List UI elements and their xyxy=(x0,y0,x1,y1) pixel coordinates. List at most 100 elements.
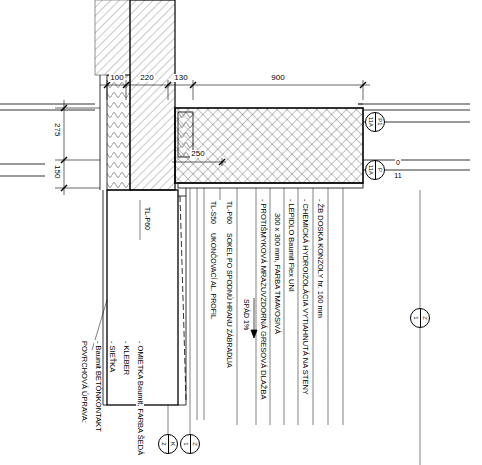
drawing-rect xyxy=(95,0,130,75)
note-text: - LEPIDLO Baumit Flex UNI xyxy=(287,198,295,293)
drawing-line xyxy=(178,196,186,197)
callout-text: 11A xyxy=(367,161,375,179)
drawing-rect xyxy=(175,108,363,183)
callout-text: P1 xyxy=(375,113,384,131)
callout-text: Z xyxy=(190,435,199,453)
drawing-g xyxy=(55,108,100,188)
drawing-path xyxy=(251,330,257,338)
dimension-text: 250 xyxy=(190,150,205,159)
drawing-line xyxy=(190,82,196,88)
dimension-text: 275 xyxy=(53,122,62,137)
drawing-line xyxy=(343,188,344,425)
drawing-line xyxy=(55,188,100,189)
drawing-line xyxy=(363,110,470,111)
drawing-rect xyxy=(178,183,363,188)
note-text: - SIEŤKA xyxy=(108,340,116,373)
drawing-line xyxy=(100,85,370,86)
drawing-line xyxy=(298,188,299,425)
drawing-line xyxy=(0,110,95,111)
callout-text: 11A xyxy=(367,113,375,131)
note-text: UKONČOVACÍ AL. PROFIL xyxy=(209,232,217,320)
drawing-g xyxy=(61,105,67,191)
drawing-line xyxy=(61,157,67,163)
drawing-line xyxy=(385,170,470,171)
note-text: - OMIETKA Baumit, FARBA ŠEDÁ xyxy=(136,340,144,456)
drawing-line xyxy=(175,158,176,166)
drawing-line xyxy=(178,405,186,406)
dimension-text: 900 xyxy=(270,74,285,83)
detail-code: TL-P60 xyxy=(143,206,151,231)
drawing-line xyxy=(126,80,127,100)
drawing-rect xyxy=(107,75,130,190)
note-text: - Baumit BETÓNKONTAKT xyxy=(94,340,102,433)
note-text: - KLEBER xyxy=(122,340,130,376)
callout-text: K xyxy=(168,435,177,453)
dimension-text: 220 xyxy=(139,74,154,83)
drawing-line xyxy=(103,405,107,406)
detail-code: TL-S50 xyxy=(209,200,217,225)
note-text: 0 xyxy=(395,159,401,167)
note-text: SPÁD 1% xyxy=(242,298,250,331)
drawing-line xyxy=(64,100,65,195)
note-text: POVRCHOVÁ ÚPRAVA: xyxy=(80,340,88,424)
drawing-line xyxy=(237,188,238,425)
drawing-line xyxy=(55,160,100,161)
drawing-line xyxy=(313,188,314,425)
drawing-line xyxy=(104,82,110,88)
drawing-line xyxy=(0,104,95,105)
callout-circle: P111A xyxy=(365,112,385,132)
drawing-line xyxy=(61,105,67,111)
callout-text: 2 xyxy=(160,435,168,453)
drawing-g xyxy=(104,82,366,88)
drawing-line xyxy=(219,159,225,165)
drawing-line xyxy=(55,108,100,109)
drawing-line xyxy=(168,80,169,100)
drawing-line xyxy=(284,188,285,425)
drawing-line xyxy=(172,162,226,163)
drawing-line xyxy=(360,82,366,88)
note-text: SOKEL PO SPODNÚ HRANU ZÁBRADLIA xyxy=(225,232,233,369)
callout-text: P xyxy=(375,161,384,179)
drawing-line xyxy=(197,188,198,420)
drawing-line xyxy=(180,196,186,400)
drawing-line xyxy=(420,190,421,308)
drawing-line xyxy=(61,185,67,191)
drawing-line xyxy=(328,188,329,425)
drawing-line xyxy=(363,104,470,105)
note-text: - CHEMICKÁ HYDROIZOLÁCIA VYTIAHNUTÁ NA S… xyxy=(301,198,309,396)
drawing-line xyxy=(0,176,45,177)
callout-circle: Z1 xyxy=(180,434,200,454)
drawing-line xyxy=(107,80,108,100)
drawing-line xyxy=(385,122,470,123)
note-text: 300 x 300 mm, FARBA TMAVOSIVÁ xyxy=(273,212,281,335)
callout-circle: Z1 xyxy=(410,308,430,328)
drawing-line xyxy=(358,103,363,104)
construction xyxy=(0,0,470,465)
note-text: - ŽB DOSKA KONZOLY hr. 160 mm xyxy=(316,198,324,319)
drawing-line xyxy=(0,164,45,165)
drawing-line xyxy=(168,405,169,434)
callout-text: 1 xyxy=(412,309,420,327)
drawing-line xyxy=(256,188,257,425)
drawing-line xyxy=(165,82,171,88)
drawing-line xyxy=(103,190,104,405)
drawing-line xyxy=(190,188,191,434)
callout-circle: K2 xyxy=(158,434,178,454)
drawing-rect xyxy=(130,0,175,190)
drawing-line xyxy=(186,188,187,405)
drawing-g xyxy=(92,188,420,465)
drawing-line xyxy=(100,75,101,190)
detail-code: TL-P60 xyxy=(225,200,233,225)
callout-circle: P11A xyxy=(365,160,385,180)
drawing-line xyxy=(204,188,205,420)
callout-text: 1 xyxy=(182,435,190,453)
dimension-text: 100 xyxy=(109,74,124,83)
dimension-text: 130 xyxy=(173,74,188,83)
note-text: - PROTIŠMYKOVÁ MRAZUVZDORNÁ GRESOVÁ DLAŽ… xyxy=(259,198,267,400)
drawing-line xyxy=(123,82,129,88)
drawing-line xyxy=(363,80,364,100)
drawing-g xyxy=(107,80,363,100)
callout-text: Z xyxy=(420,309,429,327)
